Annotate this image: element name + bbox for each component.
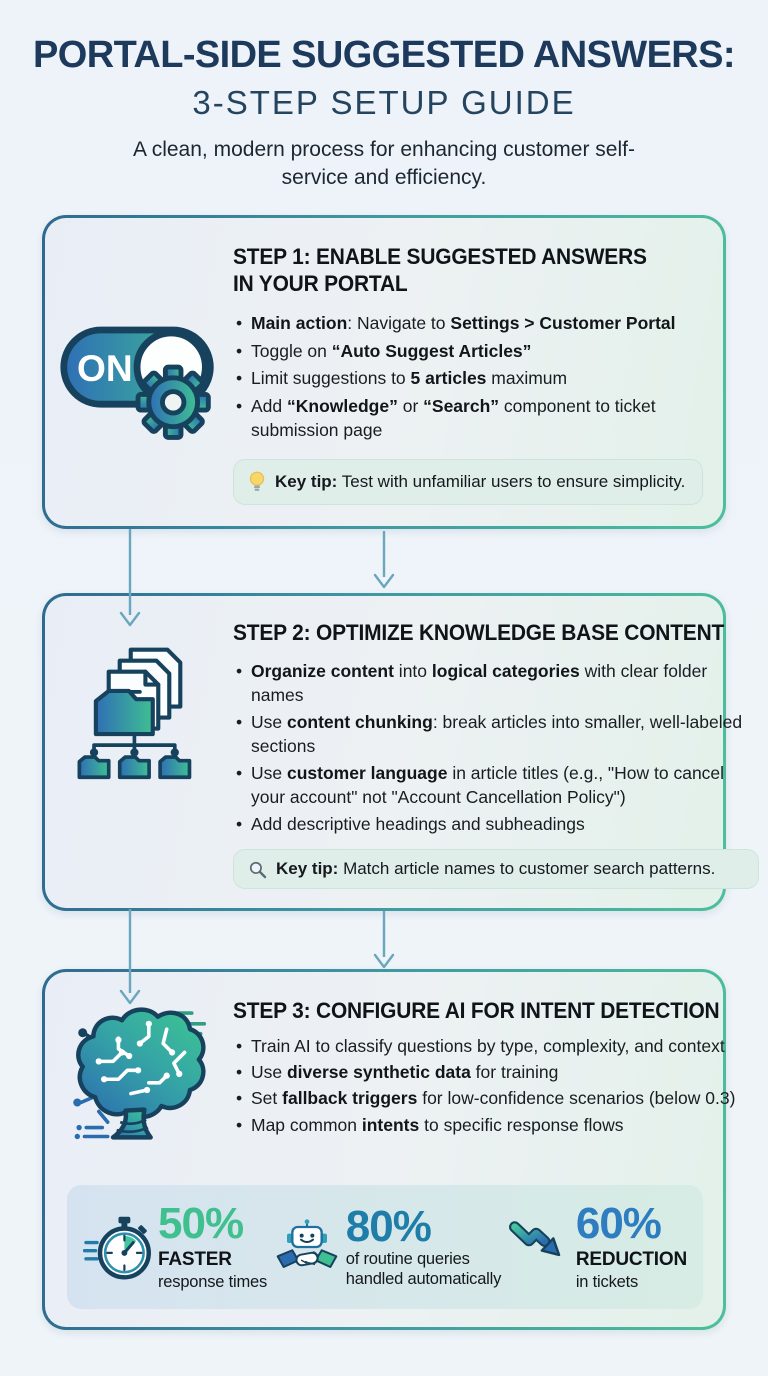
step-2-bullets: Organize content into logical categories… xyxy=(233,659,761,837)
stat-text: 80% of routine queries handled automatic… xyxy=(345,1201,502,1289)
documents-folder-tree-icon xyxy=(77,647,192,780)
bullet-item: Add “Knowledge” or “Search” component to… xyxy=(233,394,705,443)
flow-arrow-icon xyxy=(119,529,141,627)
step-1-card-body: ON xyxy=(45,218,723,526)
step-3-content: STEP 3: CONFIGURE AI FOR INTENT DETECTIO… xyxy=(233,972,768,1327)
bullet-item: Use content chunking: break articles int… xyxy=(233,710,761,759)
bullet-item: Limit suggestions to 5 articles maximum xyxy=(233,366,705,391)
step-1-heading: STEP 1: ENABLE SUGGESTED ANSWERS IN YOUR… xyxy=(233,244,647,296)
bullet-item: Use diverse synthetic data for training xyxy=(233,1061,756,1085)
flow-arrow-icon xyxy=(373,531,395,589)
toggle-on-label: ON xyxy=(77,347,133,389)
step-2-heading: STEP 2: OPTIMIZE KNOWLEDGE BASE CONTENT xyxy=(233,620,725,645)
step-2-content: STEP 2: OPTIMIZE KNOWLEDGE BASE CONTENT … xyxy=(233,596,768,908)
step-2-icon-area xyxy=(45,596,233,908)
step-1-content: STEP 1: ENABLE SUGGESTED ANSWERS IN YOUR… xyxy=(233,218,723,526)
step-1-icon-area: ON xyxy=(45,218,233,526)
bullet-item: Train AI to classify questions by type, … xyxy=(233,1035,756,1059)
stat-value: 60% xyxy=(575,1199,662,1249)
flow-arrow-icon xyxy=(373,911,395,969)
flow-arrow-icon xyxy=(119,909,141,1005)
bullet-item: Set fallback triggers for low-confidence… xyxy=(233,1087,756,1111)
stat-faster-response: 50% FASTER response times xyxy=(83,1202,267,1291)
stat-value: 80% xyxy=(345,1201,432,1251)
page-title-line2: 3-STEP SETUP GUIDE xyxy=(192,84,576,121)
stopwatch-icon xyxy=(83,1216,151,1280)
step-2-card: STEP 2: OPTIMIZE KNOWLEDGE BASE CONTENT … xyxy=(42,593,760,911)
step-1-bullets: Main action: Navigate to Settings > Cust… xyxy=(233,311,705,443)
stat-text: 50% FASTER response times xyxy=(158,1202,267,1291)
bullet-item: Map common intents to specific response … xyxy=(233,1114,756,1138)
stat-sublabel: handled automatically xyxy=(345,1270,502,1288)
step-3-card-body: STEP 3: CONFIGURE AI FOR INTENT DETECTIO… xyxy=(45,972,735,1327)
stat-value: 50% xyxy=(158,1199,244,1249)
stat-text: 60% REDUCTION in tickets xyxy=(576,1202,687,1291)
bullet-item: Main action: Navigate to Settings > Cust… xyxy=(233,311,705,336)
lightbulb-icon xyxy=(249,471,265,491)
step-3-card: STEP 3: CONFIGURE AI FOR INTENT DETECTIO… xyxy=(42,969,735,1330)
stat-label: REDUCTION xyxy=(575,1249,687,1271)
step-1-key-tip: Key tip: Test with unfamiliar users to e… xyxy=(233,458,703,505)
key-tip-text: Key tip: Test with unfamiliar users to e… xyxy=(275,471,686,491)
step-2-key-tip: Key tip: Match article names to customer… xyxy=(233,849,760,890)
step-3-heading: STEP 3: CONFIGURE AI FOR INTENT DETECTIO… xyxy=(233,998,720,1023)
stat-sublabel: in tickets xyxy=(575,1272,639,1291)
page-subtitle: A clean, modern process for enhancing cu… xyxy=(133,138,635,189)
header: PORTAL-SIDE SUGGESTED ANSWERS: 3-STEP SE… xyxy=(0,34,768,191)
step-3-bullets: Train AI to classify questions by type, … xyxy=(233,1035,756,1138)
key-tip-text: Key tip: Match article names to customer… xyxy=(276,859,716,879)
results-stats-panel: 50% FASTER response times xyxy=(67,1185,703,1309)
page-title: PORTAL-SIDE SUGGESTED ANSWERS: xyxy=(33,34,736,76)
ai-brain-icon xyxy=(73,1007,207,1140)
stat-label: FASTER xyxy=(158,1249,232,1271)
trend-down-arrow-icon xyxy=(508,1221,561,1257)
bullet-item: Toggle on “Auto Suggest Articles” xyxy=(233,339,705,364)
magnifier-icon xyxy=(249,861,267,878)
stat-automation: 80% of routine queries handled automatic… xyxy=(275,1201,502,1289)
bullet-item: Use customer language in article titles … xyxy=(233,761,761,810)
stat-ticket-reduction: 60% REDUCTION in tickets xyxy=(508,1202,687,1291)
step-3-icon-area xyxy=(45,972,233,1327)
bullet-item: Add descriptive headings and subheadings xyxy=(233,812,761,837)
bullet-item: Organize content into logical categories… xyxy=(233,659,761,708)
gear-icon xyxy=(135,364,211,440)
robot-handshake-icon xyxy=(276,1219,338,1268)
step-1-card: ON xyxy=(42,215,726,529)
toggle-on-gear-icon: ON xyxy=(60,326,214,440)
stat-label: of routine queries xyxy=(345,1249,470,1268)
stat-sublabel: response times xyxy=(158,1272,268,1291)
step-2-card-body: STEP 2: OPTIMIZE KNOWLEDGE BASE CONTENT … xyxy=(45,596,760,908)
